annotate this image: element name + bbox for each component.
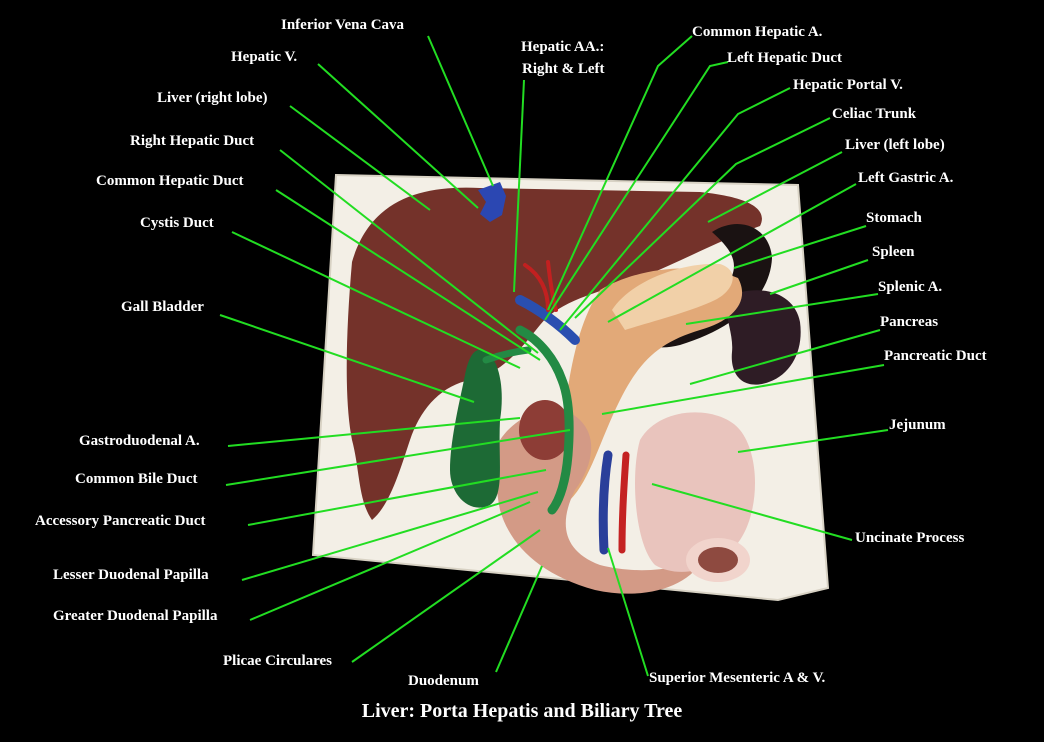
- gall-bladder: [450, 350, 502, 508]
- label-common-hepatic-a: Common Hepatic A.: [692, 24, 823, 40]
- label-hepatic-portal-v: Hepatic Portal V.: [793, 77, 903, 93]
- leader-liver-right-lobe: [289, 105, 431, 211]
- label-left-hepatic-duct: Left Hepatic Duct: [727, 50, 842, 66]
- leader-left-hepatic-duct: [544, 61, 729, 321]
- leader-inferior-vena-cava: [427, 35, 494, 187]
- pancreas: [561, 268, 743, 500]
- leader-plicae-circulares: [351, 529, 541, 663]
- label-gastroduodenal-a: Gastroduodenal A.: [79, 433, 200, 449]
- leader-common-hepatic-a: [547, 35, 693, 311]
- leader-stomach: [733, 225, 867, 269]
- leader-uncinate-process: [651, 483, 853, 541]
- leader-celiac-trunk: [574, 117, 831, 319]
- leader-superior-mesenteric: [607, 547, 649, 677]
- leader-lines: [219, 35, 889, 677]
- leader-pancreas: [689, 329, 881, 385]
- label-plicae-circulares: Plicae Circulares: [223, 653, 332, 669]
- inferior-vena-cava: [478, 182, 506, 222]
- leader-spleen: [769, 259, 869, 295]
- label-left-gastric-a: Left Gastric A.: [858, 170, 954, 186]
- liver: [346, 187, 762, 520]
- common-bile-duct: [515, 325, 574, 515]
- leader-gall-bladder: [219, 314, 475, 403]
- label-right-hepatic-duct: Right Hepatic Duct: [130, 133, 255, 149]
- jejunum-lumen: [698, 547, 738, 573]
- leader-common-bile-duct: [225, 429, 571, 486]
- superior-mesenteric-vein: [598, 450, 613, 555]
- superior-mesenteric-artery: [618, 451, 630, 554]
- label-superior-mesenteric: Superior Mesenteric A & V.: [649, 670, 826, 686]
- label-uncinate-process: Uncinate Process: [855, 530, 965, 546]
- jejunum: [635, 412, 755, 572]
- label-liver-right-lobe: Liver (right lobe): [157, 90, 268, 106]
- leader-pancreatic-duct: [601, 364, 885, 415]
- pancreas-tail: [612, 263, 733, 330]
- leader-hepatic-v: [317, 63, 479, 209]
- leader-duodenum: [495, 565, 543, 673]
- label-accessory-pancreatic-duct: Accessory Pancreatic Duct: [35, 513, 206, 529]
- label-hepatic-aa-line2: Right & Left: [522, 61, 605, 77]
- leader-greater-duodenal-papilla: [249, 501, 531, 621]
- label-common-hepatic-duct: Common Hepatic Duct: [96, 173, 244, 189]
- label-cystis-duct: Cystis Duct: [140, 215, 214, 231]
- leader-right-hepatic-duct: [279, 149, 539, 354]
- hepatic-portal-vein: [515, 295, 580, 345]
- label-duodenum: Duodenum: [408, 673, 479, 689]
- leader-liver-left-lobe: [707, 151, 843, 223]
- label-celiac-trunk: Celiac Trunk: [832, 106, 917, 122]
- label-gall-bladder: Gall Bladder: [121, 299, 204, 315]
- figure-title: Liver: Porta Hepatis and Biliary Tree: [361, 700, 683, 722]
- label-common-bile-duct: Common Bile Duct: [75, 471, 198, 487]
- label-lesser-duodenal-papilla: Lesser Duodenal Papilla: [53, 567, 209, 583]
- leader-jejunum: [737, 429, 889, 453]
- label-pancreatic-duct: Pancreatic Duct: [884, 348, 987, 364]
- label-greater-duodenal-papilla: Greater Duodenal Papilla: [53, 608, 218, 624]
- stomach: [647, 224, 772, 348]
- leader-accessory-pancreatic-duct: [247, 469, 547, 526]
- label-stomach: Stomach: [866, 210, 922, 226]
- label-liver-left-lobe: Liver (left lobe): [845, 137, 945, 153]
- leader-splenic-a: [685, 293, 879, 325]
- leader-gastroduodenal-a: [227, 417, 521, 447]
- label-inferior-vena-cava: Inferior Vena Cava: [281, 17, 405, 33]
- label-splenic-a: Splenic A.: [878, 279, 943, 295]
- leader-hepatic-aa: [513, 79, 525, 293]
- label-hepatic-aa-line1: Hepatic AA.:: [521, 39, 605, 55]
- label-spleen: Spleen: [872, 244, 915, 260]
- label-jejunum: Jejunum: [889, 417, 946, 433]
- label-pancreas: Pancreas: [880, 314, 939, 330]
- duodenum-opening: [519, 400, 571, 460]
- leader-left-gastric-a: [607, 183, 857, 323]
- leader-lesser-duodenal-papilla: [241, 491, 539, 581]
- leader-cystis-duct: [231, 231, 521, 369]
- leader-common-hepatic-duct: [275, 189, 541, 361]
- leader-hepatic-portal-v: [559, 87, 791, 331]
- label-hepatic-v: Hepatic V.: [231, 49, 298, 65]
